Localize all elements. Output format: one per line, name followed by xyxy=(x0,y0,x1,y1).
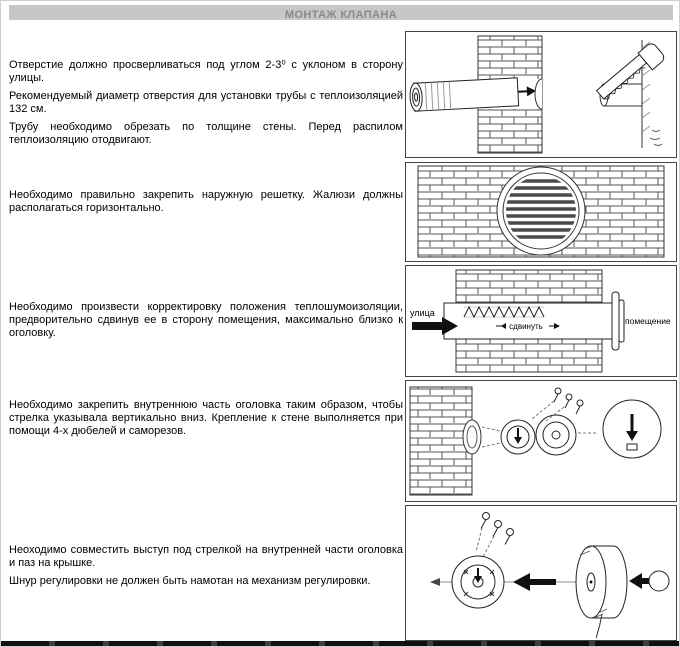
head-mounting-illustration xyxy=(409,386,662,496)
screws-icon xyxy=(553,387,584,415)
assemble-arrow-icon xyxy=(513,573,556,591)
shift-label: сдвинуть xyxy=(509,322,543,331)
paragraph: Отверстие должно просверливаться под угл… xyxy=(9,59,403,84)
figure-insulation-panel: сдвинуть улица помещение xyxy=(405,265,677,377)
drilling-illustration xyxy=(409,35,665,154)
down-arrow-icon xyxy=(514,437,522,444)
knob-arrow-icon xyxy=(629,573,652,589)
axis-arrow-icon xyxy=(430,578,440,586)
brick-wall xyxy=(409,386,473,496)
insulated-pipe xyxy=(409,77,536,112)
section-head-mounting-text: Необходимо закрепить внутреннюю часть ог… xyxy=(9,399,403,443)
insulation-coil xyxy=(463,305,545,319)
shift-arrow-icon xyxy=(554,323,560,329)
shift-arrow-icon xyxy=(501,323,506,329)
hand-saw-icon xyxy=(595,43,665,100)
figure-cover-panel xyxy=(405,505,677,641)
section-grille-text: Необходимо правильно закрепить наружную … xyxy=(9,189,403,220)
paragraph: Неоходимо совместить выступ под стрелкой… xyxy=(9,544,403,569)
screw-marks xyxy=(463,569,495,597)
grille-illustration xyxy=(417,165,665,258)
figure-head-mounting-panel xyxy=(405,380,677,502)
screws-icon xyxy=(480,512,514,545)
street-arrow-icon xyxy=(412,317,458,335)
regulation-cord xyxy=(595,613,603,639)
bottom-bar xyxy=(1,641,679,646)
page-title: МОНТАЖ КЛАПАНА xyxy=(284,9,398,21)
section-cover-alignment-text: Неоходимо совместить выступ под стрелкой… xyxy=(9,544,403,593)
insulation-illustration: сдвинуть улица помещение xyxy=(410,269,671,373)
section-insulation-text: Необходимо произвести корректировку поло… xyxy=(9,301,403,345)
louver-slats xyxy=(506,179,576,239)
down-arrow-icon xyxy=(474,576,482,583)
page-header: МОНТАЖ КЛАПАНА xyxy=(9,5,673,21)
head-flange xyxy=(611,291,620,351)
paragraph: Необходимо закрепить внутреннюю часть ог… xyxy=(9,399,403,437)
paragraph: Необходимо правильно закрепить наружную … xyxy=(9,189,403,214)
room-label: помещение xyxy=(625,316,671,326)
cord-knob xyxy=(648,570,670,592)
section-drilling-text: Отверстие должно просверливаться под угл… xyxy=(9,59,403,152)
insert-arrow-icon xyxy=(526,86,536,97)
paragraph: Рекомендуемый диаметр отверстия для уста… xyxy=(9,90,403,115)
paragraph: Трубу необходимо обрезать по толщине сте… xyxy=(9,121,403,146)
figure-drilling-panel xyxy=(405,31,677,158)
paragraph: Необходимо произвести корректировку поло… xyxy=(9,301,403,339)
street-label: улица xyxy=(410,308,435,318)
cover-alignment-illustration xyxy=(430,512,670,639)
down-arrow-icon xyxy=(626,431,638,441)
paragraph: Шнур регулировки не должен быть намотан … xyxy=(9,575,371,587)
figure-grille-panel xyxy=(405,162,677,262)
head-ring xyxy=(535,414,577,456)
